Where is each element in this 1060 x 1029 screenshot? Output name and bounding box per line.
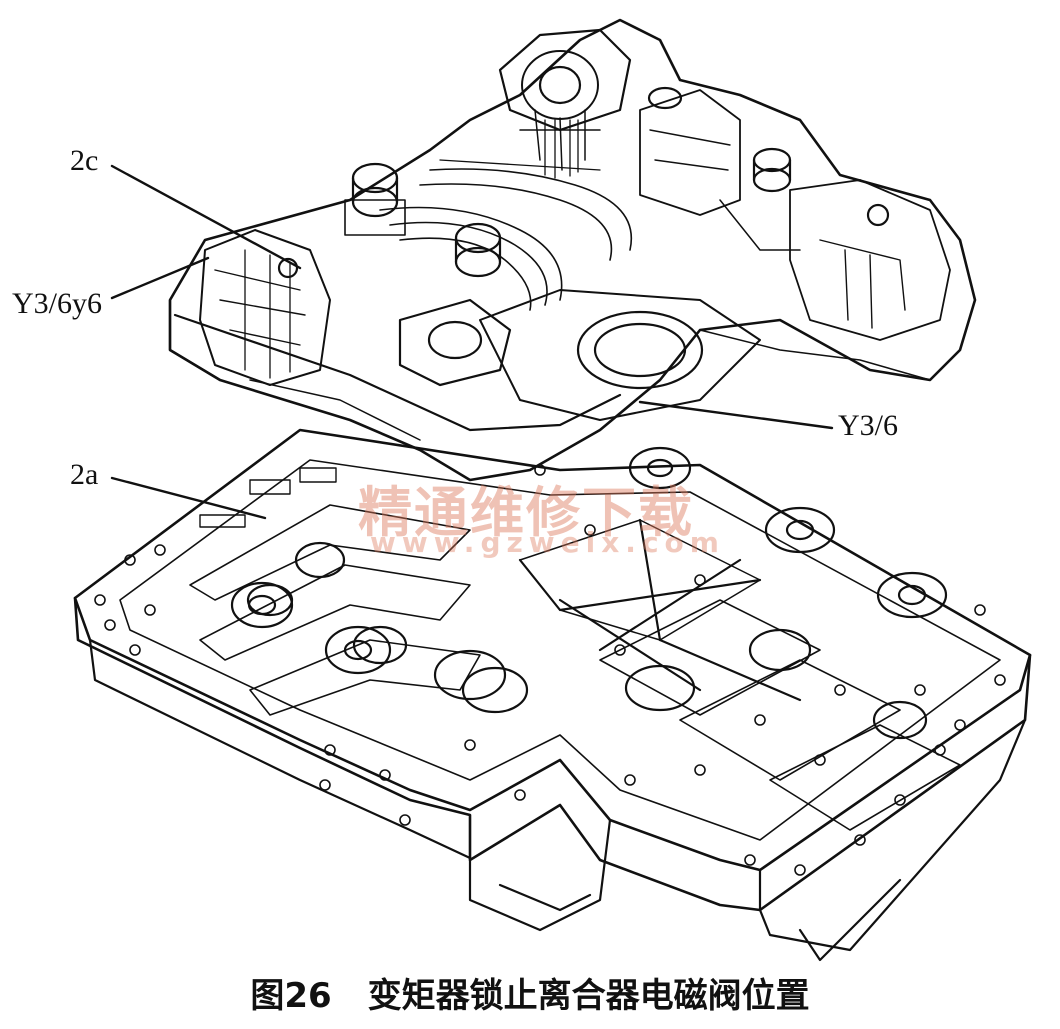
label-y3-6: Y3/6: [838, 409, 898, 442]
leader-y36y6: [110, 256, 210, 300]
label-y3-6y6: Y3/6y6: [12, 287, 102, 320]
leader-lines: [110, 164, 834, 520]
figure-number: 图26: [250, 976, 332, 1016]
lower-valve-body: [73, 428, 1032, 962]
label-2c: 2c: [70, 144, 99, 177]
leader-2c: [110, 164, 302, 270]
label-2a: 2a: [70, 458, 99, 491]
upper-control-module: [168, 18, 977, 482]
watermark-text: 精通维修下载: [358, 481, 694, 544]
figure-caption: 图26 变矩器锁止离合器电磁阀位置: [0, 968, 1060, 1017]
leader-2a: [110, 476, 267, 520]
figure-title: 变矩器锁止离合器电磁阀位置: [367, 976, 810, 1016]
leader-y36: [638, 400, 834, 430]
watermark-url: www.gzweix.com: [370, 526, 725, 559]
